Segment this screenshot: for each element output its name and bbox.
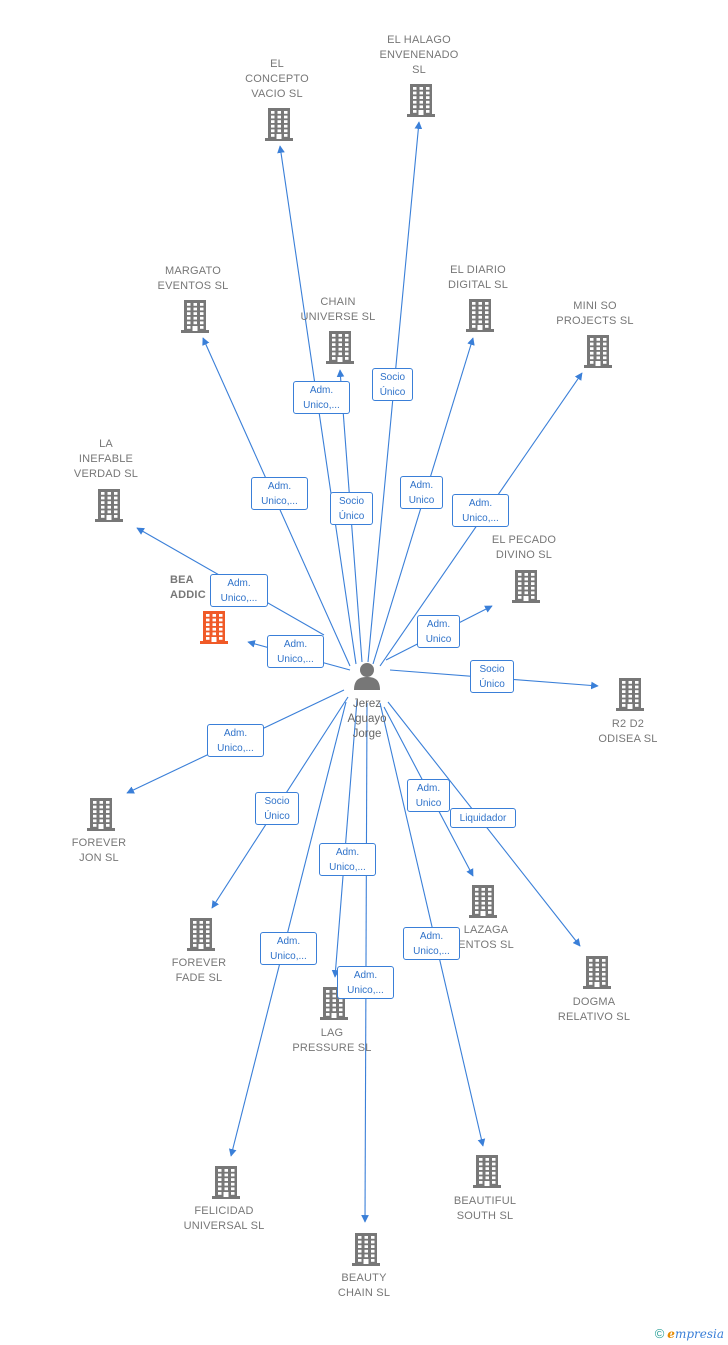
company-label-el-concepto-vacio[interactable]: EL CONCEPTO VACIO SL <box>245 58 309 100</box>
person-icon <box>354 663 380 690</box>
edge-to-lag-pressure <box>331 699 358 978</box>
company-node-el-concepto-vacio[interactable] <box>264 107 294 141</box>
brand-initial: e <box>667 1327 675 1341</box>
role-badge-forever-fade[interactable]: Socio Único <box>255 792 299 825</box>
company-label-beauty-addict[interactable]: BEA ADDIC <box>170 574 206 601</box>
role-badge-r2-d2-odisea[interactable]: Socio Único <box>470 660 514 693</box>
company-node-dogma-relativo[interactable] <box>582 955 612 989</box>
role-badge-beauty-addict[interactable]: Adm. Unico,... <box>267 635 324 668</box>
company-label-el-pecado-divino[interactable]: EL PECADO DIVINO SL <box>491 534 557 561</box>
edge-to-beauty-chain <box>361 702 369 1223</box>
building-icon <box>466 299 494 332</box>
building-icon <box>407 84 435 117</box>
building-icon <box>200 611 228 644</box>
company-node-beautiful-south[interactable] <box>472 1154 502 1188</box>
person-node[interactable] <box>340 660 394 690</box>
company-label-margato-eventos[interactable]: MARGATO EVENTOS SL <box>157 265 229 292</box>
person-name: Jerez Aguayo Jorge <box>347 698 387 740</box>
company-label-beauty-chain[interactable]: BEAUTY CHAIN SL <box>337 1272 391 1299</box>
company-label-chain-universe[interactable]: CHAIN UNIVERSE SL <box>300 296 376 323</box>
building-icon <box>473 1155 501 1188</box>
edge-to-felicidad-universal <box>228 701 347 1157</box>
footer-brand: ©empresia <box>655 1326 724 1341</box>
role-badge-la-inefable-verdad[interactable]: Adm. Unico,... <box>210 574 268 607</box>
company-node-lag-pressure[interactable] <box>319 986 349 1020</box>
company-label-r2-d2-odisea[interactable]: R2 D2 ODISEA SL <box>598 718 658 745</box>
building-icon <box>326 331 354 364</box>
company-node-felicidad-universal[interactable] <box>211 1165 241 1199</box>
building-icon <box>320 987 348 1020</box>
building-icon <box>512 570 540 603</box>
building-icon <box>187 918 215 951</box>
role-badge-beauty-chain[interactable]: Adm. Unico,... <box>337 966 394 999</box>
role-badge-mini-so-projects[interactable]: Adm. Unico,... <box>452 494 509 527</box>
company-label-lag-pressure[interactable]: LAG PRESSURE SL <box>292 1027 372 1054</box>
company-node-forever-fade[interactable] <box>186 917 216 951</box>
company-label-el-halago-envenenado[interactable]: EL HALAGO ENVENENADO SL <box>379 34 459 76</box>
building-icon <box>87 798 115 831</box>
edge-to-beautiful-south <box>379 702 486 1147</box>
company-node-forever-jon[interactable] <box>86 797 116 831</box>
copyright-symbol: © <box>654 1326 665 1341</box>
company-node-mini-so-projects[interactable] <box>583 334 613 368</box>
building-icon <box>469 885 497 918</box>
role-badge-el-diario-digital[interactable]: Adm. Unico <box>400 476 443 509</box>
building-icon <box>95 489 123 522</box>
company-label-dogma-relativo[interactable]: DOGMA RELATIVO SL <box>557 996 631 1023</box>
building-icon <box>583 956 611 989</box>
company-node-el-halago-envenenado[interactable] <box>406 83 436 117</box>
role-badge-chain-universe[interactable]: Adm. Unico,... <box>293 381 350 414</box>
role-badge-el-concepto-vacio[interactable]: Socio Único <box>330 492 373 525</box>
company-node-beauty-addict[interactable] <box>199 610 229 644</box>
building-icon <box>212 1166 240 1199</box>
company-label-mini-so-projects[interactable]: MINI SO PROJECTS SL <box>556 300 634 327</box>
role-badge-el-halago-envenenado[interactable]: Socio Único <box>372 368 413 401</box>
company-label-la-inefable-verdad[interactable]: LA INEFABLE VERDAD SL <box>73 438 139 480</box>
building-icon <box>584 335 612 368</box>
company-node-r2-d2-odisea[interactable] <box>615 677 645 711</box>
company-label-beautiful-south[interactable]: BEAUTIFUL SOUTH SL <box>453 1195 517 1222</box>
brand-name: mpresia <box>674 1327 724 1341</box>
company-node-chain-universe[interactable] <box>325 330 355 364</box>
company-node-beauty-chain[interactable] <box>351 1232 381 1266</box>
company-node-lazaga-eventos[interactable] <box>468 884 498 918</box>
role-badge-dogma-relativo[interactable]: Liquidador <box>450 808 516 828</box>
role-badge-lazaga-eventos[interactable]: Adm. Unico <box>407 779 450 812</box>
role-badge-felicidad-universal[interactable]: Adm. Unico,... <box>260 932 317 965</box>
company-label-felicidad-universal[interactable]: FELICIDAD UNIVERSAL SL <box>183 1205 265 1232</box>
company-node-la-inefable-verdad[interactable] <box>94 488 124 522</box>
building-icon <box>616 678 644 711</box>
company-label-lazaga-eventos[interactable]: LAZAGA ENTOS SL <box>458 924 514 951</box>
role-badge-lag-pressure[interactable]: Adm. Unico,... <box>319 843 376 876</box>
company-label-forever-fade[interactable]: FOREVER FADE SL <box>171 957 227 984</box>
role-badge-margato-eventos[interactable]: Adm. Unico,... <box>251 477 308 510</box>
company-node-el-pecado-divino[interactable] <box>511 569 541 603</box>
company-node-margato-eventos[interactable] <box>180 299 210 333</box>
building-icon <box>352 1233 380 1266</box>
company-node-el-diario-digital[interactable] <box>465 298 495 332</box>
company-label-forever-jon[interactable]: FOREVER JON SL <box>71 837 127 864</box>
building-icon <box>265 108 293 141</box>
building-icon <box>181 300 209 333</box>
role-badge-el-pecado-divino[interactable]: Adm. Unico <box>417 615 460 648</box>
role-badge-beautiful-south[interactable]: Adm. Unico,... <box>403 927 460 960</box>
company-label-el-diario-digital[interactable]: EL DIARIO DIGITAL SL <box>447 264 509 291</box>
role-badge-forever-jon[interactable]: Adm. Unico,... <box>207 724 264 757</box>
